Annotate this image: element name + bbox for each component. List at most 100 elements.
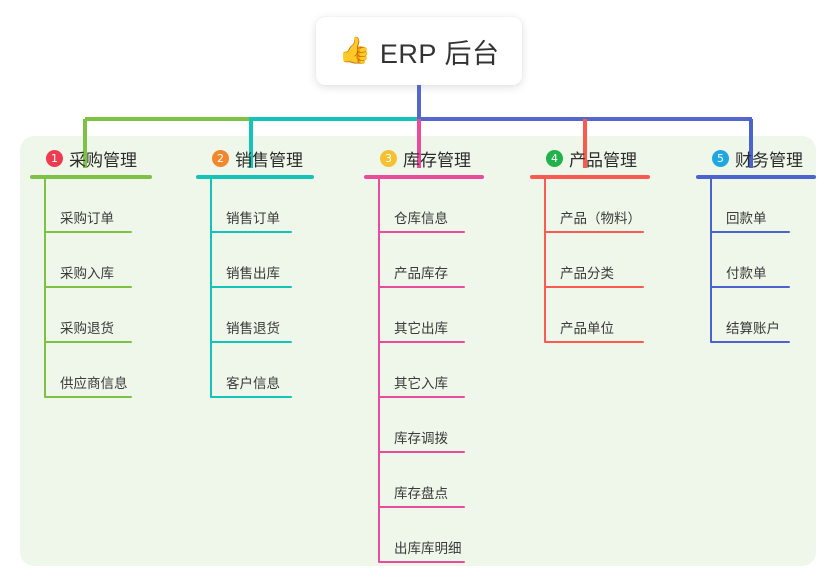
column-2: 2 销售管理销售订单销售出库销售退货客户信息 xyxy=(196,146,314,399)
tree-item-label: 回款单 xyxy=(726,211,767,226)
column-3: 3 库存管理仓库信息产品库存其它出库其它入库库存调拨库存盘点出库库明细 xyxy=(364,146,484,564)
tree-item-rule xyxy=(210,286,292,288)
column-header-3[interactable]: 3 库存管理 xyxy=(364,146,484,170)
column-header-rule-2 xyxy=(196,175,314,179)
tree-item[interactable]: 采购入库 xyxy=(30,234,152,289)
tree-item[interactable]: 其它入库 xyxy=(364,344,484,399)
column-items-1: 采购订单采购入库采购退货供应商信息 xyxy=(30,179,152,399)
column-title-2: 销售管理 xyxy=(235,150,303,170)
tree-item-rule xyxy=(378,561,465,563)
tree-item-label: 其它入库 xyxy=(394,376,448,391)
column-header-4[interactable]: 4 产品管理 xyxy=(530,146,650,170)
tree-item-rule xyxy=(44,231,132,233)
tree-item-label: 库存盘点 xyxy=(394,486,448,501)
tree-item-label: 采购订单 xyxy=(60,211,114,226)
tree-item-label: 其它出库 xyxy=(394,321,448,336)
tree-item-rule xyxy=(710,231,790,233)
tree-item-rule xyxy=(44,341,132,343)
tree-item-rule xyxy=(210,231,292,233)
tree-item-rule xyxy=(544,286,644,288)
tree-item-rule xyxy=(544,341,644,343)
column-stem-2 xyxy=(210,179,212,397)
tree-item[interactable]: 产品分类 xyxy=(530,234,650,289)
column-1: 1 采购管理采购订单采购入库采购退货供应商信息 xyxy=(30,146,152,399)
root-node-title: ERP 后台 xyxy=(379,38,500,69)
column-5: 5 财务管理回款单付款单结算账户 xyxy=(696,146,816,344)
tree-item-rule xyxy=(210,396,292,398)
column-stem-3 xyxy=(378,179,380,562)
tree-item-label: 产品单位 xyxy=(560,321,614,336)
column-badge-1: 1 xyxy=(46,149,63,167)
tree-item[interactable]: 产品库存 xyxy=(364,234,484,289)
tree-item-label: 库存调拨 xyxy=(394,431,448,446)
column-header-rule-5 xyxy=(696,175,816,179)
tree-item-label: 结算账户 xyxy=(726,321,780,336)
column-badge-3: 3 xyxy=(380,149,397,167)
thumbs-up-icon: 👍 xyxy=(338,36,371,66)
tree-item[interactable]: 出库库明细 xyxy=(364,509,484,564)
column-stem-5 xyxy=(710,179,712,342)
tree-item[interactable]: 结算账户 xyxy=(696,289,816,344)
tree-item-rule xyxy=(378,506,465,508)
tree-item[interactable]: 客户信息 xyxy=(196,344,314,399)
tree-item[interactable]: 库存调拨 xyxy=(364,399,484,454)
column-badge-5: 5 xyxy=(712,149,729,167)
tree-item[interactable]: 采购退货 xyxy=(30,289,152,344)
tree-item-label: 产品分类 xyxy=(560,266,614,281)
background-panel xyxy=(20,136,816,566)
column-header-rule-3 xyxy=(364,175,484,179)
column-header-rule-1 xyxy=(30,175,152,179)
tree-item[interactable]: 销售订单 xyxy=(196,179,314,234)
tree-item[interactable]: 库存盘点 xyxy=(364,454,484,509)
tree-item-rule xyxy=(378,396,465,398)
tree-item-label: 采购入库 xyxy=(60,266,114,281)
column-items-2: 销售订单销售出库销售退货客户信息 xyxy=(196,179,314,399)
tree-item-rule xyxy=(378,231,465,233)
column-title-5: 财务管理 xyxy=(735,150,803,170)
tree-item-label: 销售订单 xyxy=(226,211,280,226)
tree-item-rule xyxy=(378,451,465,453)
tree-item[interactable]: 回款单 xyxy=(696,179,816,234)
tree-item-rule xyxy=(210,341,292,343)
tree-item-rule xyxy=(44,286,132,288)
column-title-3: 库存管理 xyxy=(403,150,471,170)
tree-item-rule xyxy=(44,396,132,398)
column-stem-1 xyxy=(44,179,46,397)
column-title-1: 采购管理 xyxy=(69,150,137,170)
tree-item-label: 客户信息 xyxy=(226,376,280,391)
column-stem-4 xyxy=(544,179,546,342)
tree-item[interactable]: 付款单 xyxy=(696,234,816,289)
tree-item-label: 出库库明细 xyxy=(394,541,462,556)
tree-item-label: 付款单 xyxy=(726,266,767,281)
tree-item[interactable]: 供应商信息 xyxy=(30,344,152,399)
column-items-5: 回款单付款单结算账户 xyxy=(696,179,816,344)
tree-item-rule xyxy=(544,231,644,233)
column-title-4: 产品管理 xyxy=(569,150,637,170)
column-items-4: 产品（物料） 产品分类产品单位 xyxy=(530,179,650,344)
column-items-3: 仓库信息产品库存其它出库其它入库库存调拨库存盘点出库库明细 xyxy=(364,179,484,564)
tree-item-label: 供应商信息 xyxy=(60,376,128,391)
tree-item[interactable]: 销售出库 xyxy=(196,234,314,289)
tree-item[interactable]: 产品（物料） xyxy=(530,179,650,234)
column-badge-4: 4 xyxy=(546,149,563,167)
tree-item[interactable]: 产品单位 xyxy=(530,289,650,344)
tree-item-label: 产品库存 xyxy=(394,266,448,281)
tree-item[interactable]: 仓库信息 xyxy=(364,179,484,234)
tree-item-label: 销售退货 xyxy=(226,321,280,336)
tree-item-rule xyxy=(710,341,790,343)
column-4: 4 产品管理产品（物料） 产品分类产品单位 xyxy=(530,146,650,344)
column-badge-2: 2 xyxy=(212,149,229,167)
column-header-2[interactable]: 2 销售管理 xyxy=(196,146,314,170)
tree-item-rule xyxy=(710,286,790,288)
tree-item-rule xyxy=(378,341,465,343)
tree-item[interactable]: 采购订单 xyxy=(30,179,152,234)
tree-item[interactable]: 其它出库 xyxy=(364,289,484,344)
column-header-1[interactable]: 1 采购管理 xyxy=(30,146,152,170)
tree-item[interactable]: 销售退货 xyxy=(196,289,314,344)
column-header-5[interactable]: 5 财务管理 xyxy=(696,146,816,170)
tree-item-label: 销售出库 xyxy=(226,266,280,281)
tree-item-label: 产品（物料） xyxy=(560,211,641,226)
tree-item-label: 采购退货 xyxy=(60,321,114,336)
root-node-erp[interactable]: 👍 ERP 后台 xyxy=(316,17,522,85)
